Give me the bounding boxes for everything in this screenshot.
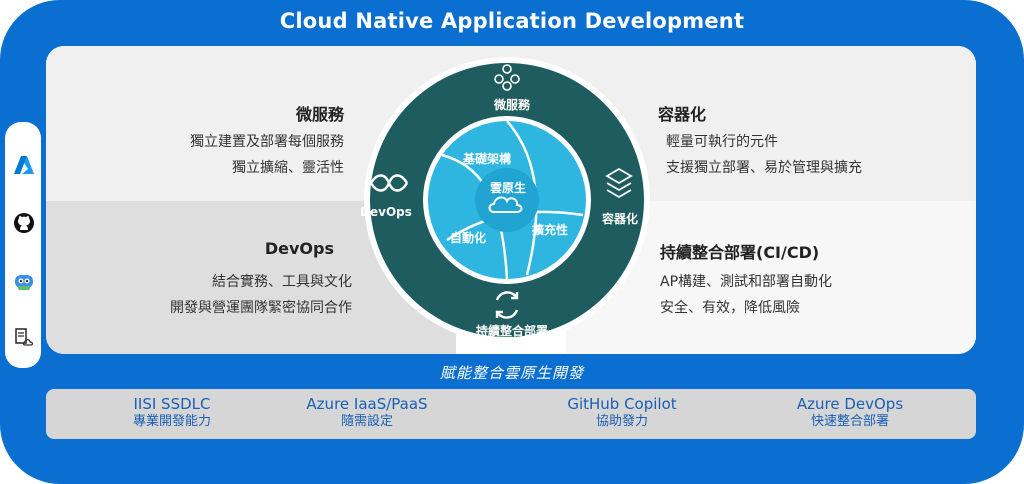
tools-bar: IISI SSDLC 專業開發能力 Azure IaaS/PaaS 隨需設定 G… [46, 389, 976, 439]
tool-azure-devops: Azure DevOps 快速整合部署 [750, 395, 950, 431]
tool-azure-devops-desc: 快速整合部署 [810, 414, 889, 429]
tool-azure-iaas: Azure IaaS/PaaS 隨需設定 [267, 395, 467, 431]
tool-azure-iaas-desc: 隨需設定 [340, 414, 393, 429]
microservices-line-1: 獨立建置及部署每個服務 [190, 134, 344, 150]
tool-github-copilot-desc: 協助發力 [595, 414, 648, 429]
tool-ssdlc-name: IISI SSDLC [133, 395, 211, 413]
container-stack-icon [605, 167, 633, 199]
tool-azure-devops-name: Azure DevOps [796, 395, 904, 413]
cicd-title: 持續整合部署(CI/CD) [660, 243, 820, 262]
containers-line-2: 支援獨立部署、易於管理與擴充 [666, 160, 862, 176]
azure-icon [14, 156, 34, 174]
containers-line-1: 輕量可執行的元件 [666, 134, 778, 150]
inner-label-cloud-native: 雲原生 [489, 181, 526, 195]
sync-icon [495, 291, 519, 319]
wheel-label-containers: 容器化 [601, 212, 638, 226]
tool-github-copilot-name: GitHub Copilot [567, 395, 677, 413]
tool-github-copilot: GitHub Copilot 協助發力 [522, 395, 722, 431]
devops-doc-icon [15, 328, 34, 346]
microservices-title: 微服務 [295, 105, 344, 124]
tool-ssdlc-desc: 專業開發能力 [132, 414, 211, 429]
inner-divider-1 [506, 120, 538, 276]
cicd-line-1: AP構建、測試和部署自動化 [660, 274, 833, 290]
tool-azure-iaas-name: Azure IaaS/PaaS [306, 395, 428, 413]
devops-line-2: 開發與營運團隊緊密協同合作 [170, 300, 352, 316]
inner-label-infrastructure: 基礎架構 [462, 152, 511, 166]
page-title: Cloud Native Application Development [279, 9, 745, 33]
devops-title: DevOps [264, 239, 334, 258]
devops-line-1: 結合實務、工具與文化 [212, 274, 352, 290]
cloud-native-wheel [364, 57, 650, 343]
cloud-icon [488, 196, 523, 213]
wheel-label-devops: DevOps [360, 205, 412, 219]
cicd-line-2: 安全、有效，降低風險 [660, 300, 800, 316]
tool-ssdlc: IISI SSDLC 專業開發能力 [72, 395, 272, 431]
inner-label-automation: 自動化 [449, 231, 486, 245]
copilot-icon [15, 275, 33, 290]
github-icon [14, 213, 34, 233]
inner-label-scalability: 擴充性 [531, 223, 568, 237]
containers-title: 容器化 [658, 105, 707, 124]
wheel-label-cicd: 持續整合部署 [475, 324, 548, 338]
microservices-line-2: 獨立擴縮、靈活性 [232, 160, 344, 176]
devops-icon [369, 174, 409, 192]
microservices-icon [494, 64, 520, 91]
caption: 賦能整合雲原生開發 [439, 364, 584, 382]
wheel-label-microservices: 微服務 [493, 98, 530, 112]
side-icon-strip [5, 122, 41, 368]
